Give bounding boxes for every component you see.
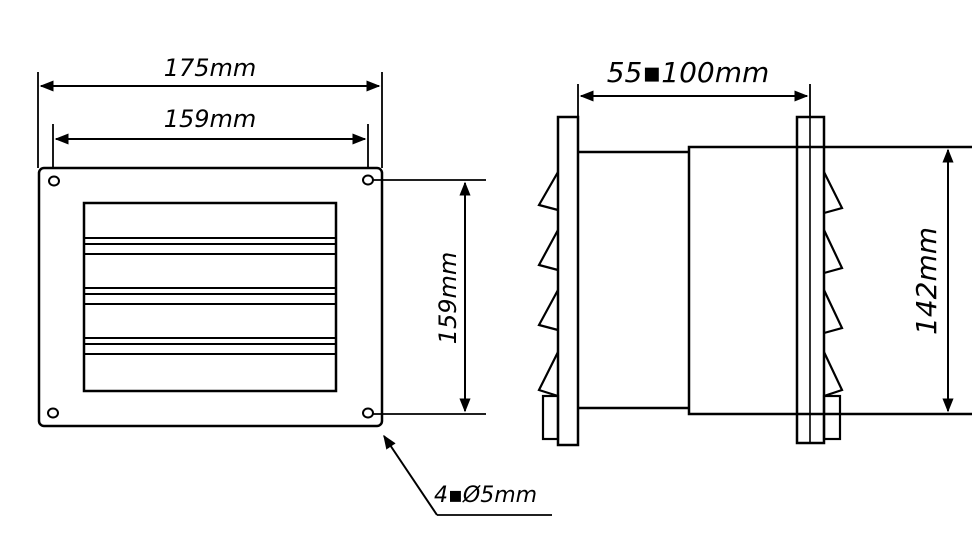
label-159mm-horizontal: 159mm [164,105,257,133]
label-depth: 55▪100mm [607,56,770,89]
label-175mm: 175mm [164,54,257,82]
right-louver-bottom [822,394,842,441]
label-holes: 4▪Ø5mm [434,483,537,508]
dimension-159-horizontal: 159mm [52,105,369,168]
left-louver-bottom [541,394,560,441]
right-louver-teeth [823,171,844,398]
mounting-hole-top-left [48,175,60,187]
label-142mm: 142mm [910,227,943,335]
dimension-142: 142mm [910,148,954,413]
mounting-hole-top-right [362,174,374,186]
mounting-hole-bottom-right [362,407,374,419]
mounting-hole-bottom-left [47,407,59,419]
front-plate [37,166,384,428]
side-view: 55▪100mm 142mm [537,56,972,447]
dimension-depth: 55▪100mm [577,56,811,117]
louver-slats [84,237,336,355]
louver-frame [82,201,338,393]
duct-body [578,145,972,416]
label-159mm-vertical: 159mm [434,252,462,345]
left-louver-teeth [537,171,559,398]
left-flange [556,115,580,447]
hole-callout: 4▪Ø5mm [383,434,552,516]
dimension-175: 175mm [37,54,383,168]
dimension-159-vertical: 159mm [372,179,486,415]
front-view: 175mm 159mm 159mm 4▪Ø5mm [37,54,552,516]
